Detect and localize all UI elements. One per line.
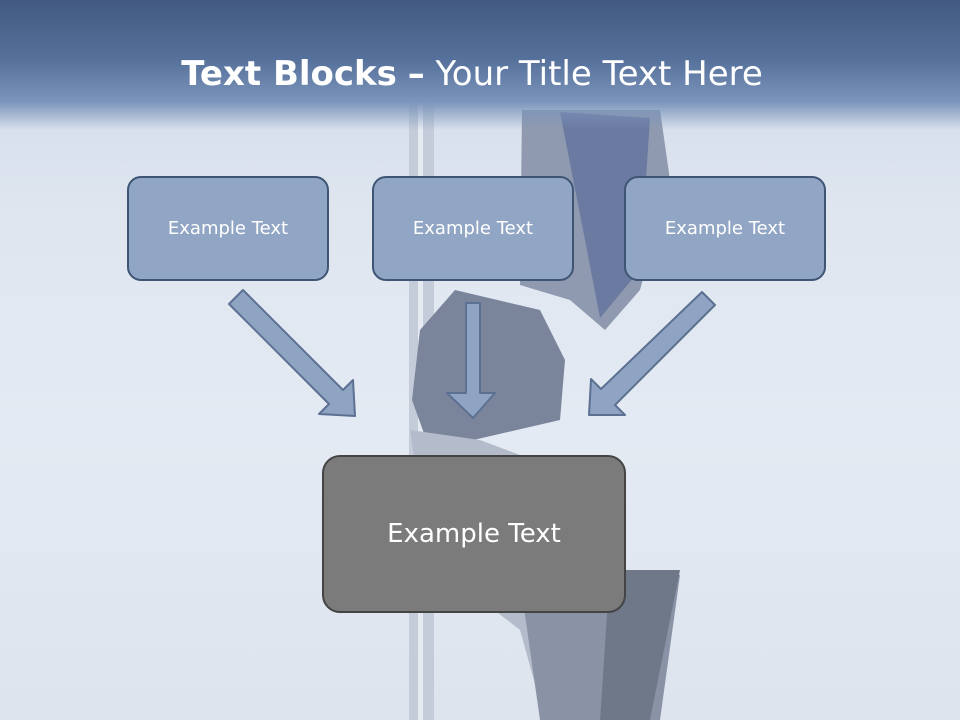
title-rest: Your Title Text Here bbox=[435, 54, 763, 94]
header-band bbox=[0, 0, 960, 130]
text-block-2: Example Text bbox=[372, 176, 574, 281]
title-dash: – bbox=[407, 54, 425, 94]
text-block-3: Example Text bbox=[624, 176, 826, 281]
text-block-3-label: Example Text bbox=[664, 218, 786, 239]
text-block-main-label: Example Text bbox=[387, 519, 561, 549]
slide-title: Text Blocks – Your Title Text Here bbox=[0, 54, 944, 94]
text-block-main: Example Text bbox=[322, 455, 626, 613]
text-block-1: Example Text bbox=[127, 176, 329, 281]
text-block-2-label: Example Text bbox=[412, 218, 534, 239]
title-bold: Text Blocks bbox=[181, 54, 397, 94]
text-block-1-label: Example Text bbox=[167, 218, 289, 239]
